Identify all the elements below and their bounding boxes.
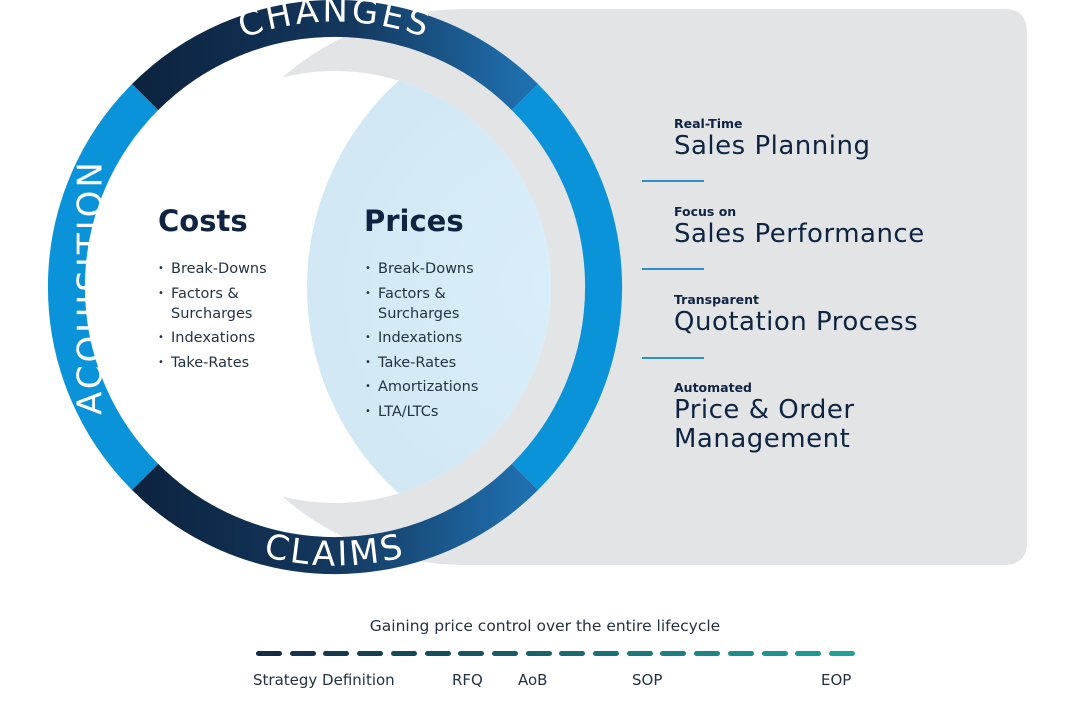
timeline-dash — [424, 651, 451, 656]
timeline-dash — [727, 651, 754, 656]
capability-kicker: Focus on — [674, 204, 737, 219]
timeline-dash — [289, 651, 316, 656]
ring-label-claims: CLAIMS — [261, 526, 409, 575]
costs-list: Break-DownsFactors & SurchargesIndexatio… — [158, 259, 298, 377]
timeline-dash — [525, 651, 552, 656]
ring-segment-right — [511, 84, 622, 490]
prices-item: Factors & Surcharges — [365, 284, 515, 324]
capability-item-sales-performance: Focus on Sales Performance — [674, 204, 994, 249]
timeline-dash — [357, 651, 384, 656]
capability-item-price-order-management: Automated Price & Order Management — [674, 380, 994, 454]
capability-item-sales-planning: Real-Time Sales Planning — [674, 116, 994, 161]
timeline-dash — [491, 651, 518, 656]
ring-segment-left — [48, 84, 159, 490]
capability-divider — [642, 268, 704, 270]
ring-segment-top — [132, 0, 538, 111]
ring-label-acquisition: ACQUISITION — [71, 159, 111, 415]
milestone-aob: AoB — [518, 671, 548, 689]
prices-item: Amortizations — [365, 377, 515, 397]
milestone-sop: SOP — [632, 671, 663, 689]
milestone-strategy-definition: Strategy Definition — [253, 671, 395, 689]
timeline-dash — [593, 651, 619, 656]
capability-headline: Quotation Process — [674, 307, 919, 337]
prices-list: Break-DownsFactors & SurchargesIndexatio… — [365, 259, 515, 426]
prices-item: Break-Downs — [365, 259, 515, 279]
costs-item: Break-Downs — [158, 259, 298, 279]
costs-item: Indexations — [158, 328, 298, 348]
capability-headline: Sales Planning — [674, 131, 871, 161]
timeline-dash — [795, 651, 822, 656]
lifecycle-timeline — [256, 651, 856, 657]
milestone-rfq: RFQ — [452, 671, 483, 689]
capability-kicker: Real-Time — [674, 116, 743, 131]
costs-title: Costs — [158, 204, 248, 238]
capability-kicker: Automated — [674, 380, 752, 395]
timeline-dash — [458, 651, 485, 656]
timeline-dash — [390, 651, 417, 656]
ring-segment-bottom — [132, 463, 538, 574]
capability-item-quotation-process: Transparent Quotation Process — [674, 292, 994, 337]
lifecycle-caption: Gaining price control over the entire li… — [369, 617, 721, 635]
overlap-lens — [307, 71, 551, 503]
prices-item: Indexations — [365, 328, 515, 348]
prices-item: LTA/LTCs — [365, 402, 515, 422]
capability-headline: Price & Order Management — [674, 395, 855, 454]
costs-item: Factors & Surcharges — [158, 284, 298, 324]
milestone-eop: EOP — [821, 671, 852, 689]
timeline-dash — [559, 651, 586, 656]
timeline-dash — [626, 651, 653, 656]
timeline-dash — [761, 651, 788, 656]
timeline-dash — [694, 651, 721, 656]
capability-headline: Sales Performance — [674, 219, 925, 249]
ring-label-changes: CHANGES — [233, 0, 436, 46]
capability-kicker: Transparent — [674, 292, 759, 307]
prices-item: Take-Rates — [365, 353, 515, 373]
timeline-dash — [828, 651, 855, 656]
timeline-dash — [323, 651, 350, 656]
timeline-dash — [256, 651, 282, 656]
capability-divider — [642, 180, 704, 182]
capability-divider — [642, 357, 704, 359]
costs-item: Take-Rates — [158, 353, 298, 373]
timeline-dash — [660, 651, 687, 656]
prices-title: Prices — [364, 204, 464, 238]
